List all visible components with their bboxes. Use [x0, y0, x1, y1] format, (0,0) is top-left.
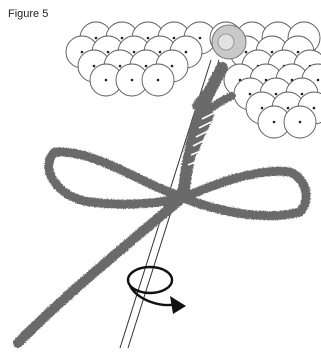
sequin-hole — [313, 107, 316, 110]
highlighted-sequin-center — [218, 34, 234, 50]
sequin-hole — [107, 51, 110, 54]
sequin-hole — [301, 93, 304, 96]
sequin-hole — [171, 65, 174, 68]
sequin-hole — [249, 93, 252, 96]
sequin-hole — [131, 79, 134, 82]
sequin-hole — [299, 121, 302, 124]
sequin-hole — [245, 51, 248, 54]
sequin-hole — [185, 51, 188, 54]
sequin-hole — [199, 37, 202, 40]
sequin-hole — [275, 93, 278, 96]
sequin-hole — [105, 79, 108, 82]
sequin-hole — [317, 79, 320, 82]
sequin-hole — [273, 121, 276, 124]
sequin-hole — [147, 37, 150, 40]
sequin-hole — [95, 37, 98, 40]
sequin-hole — [119, 65, 122, 68]
sequin-hole — [157, 79, 160, 82]
sequin-hole — [271, 51, 274, 54]
sequin-hole — [287, 107, 290, 110]
rotate-arrow-icon — [128, 267, 186, 314]
sequin-hole — [121, 37, 124, 40]
sequin-hole — [159, 51, 162, 54]
sequin-hole — [145, 65, 148, 68]
sequin-hole — [133, 51, 136, 54]
sequin-hole — [297, 51, 300, 54]
sequin-hole — [261, 107, 264, 110]
sequin-hole — [81, 51, 84, 54]
sequin-hole — [93, 65, 96, 68]
sequin-hole — [173, 37, 176, 40]
